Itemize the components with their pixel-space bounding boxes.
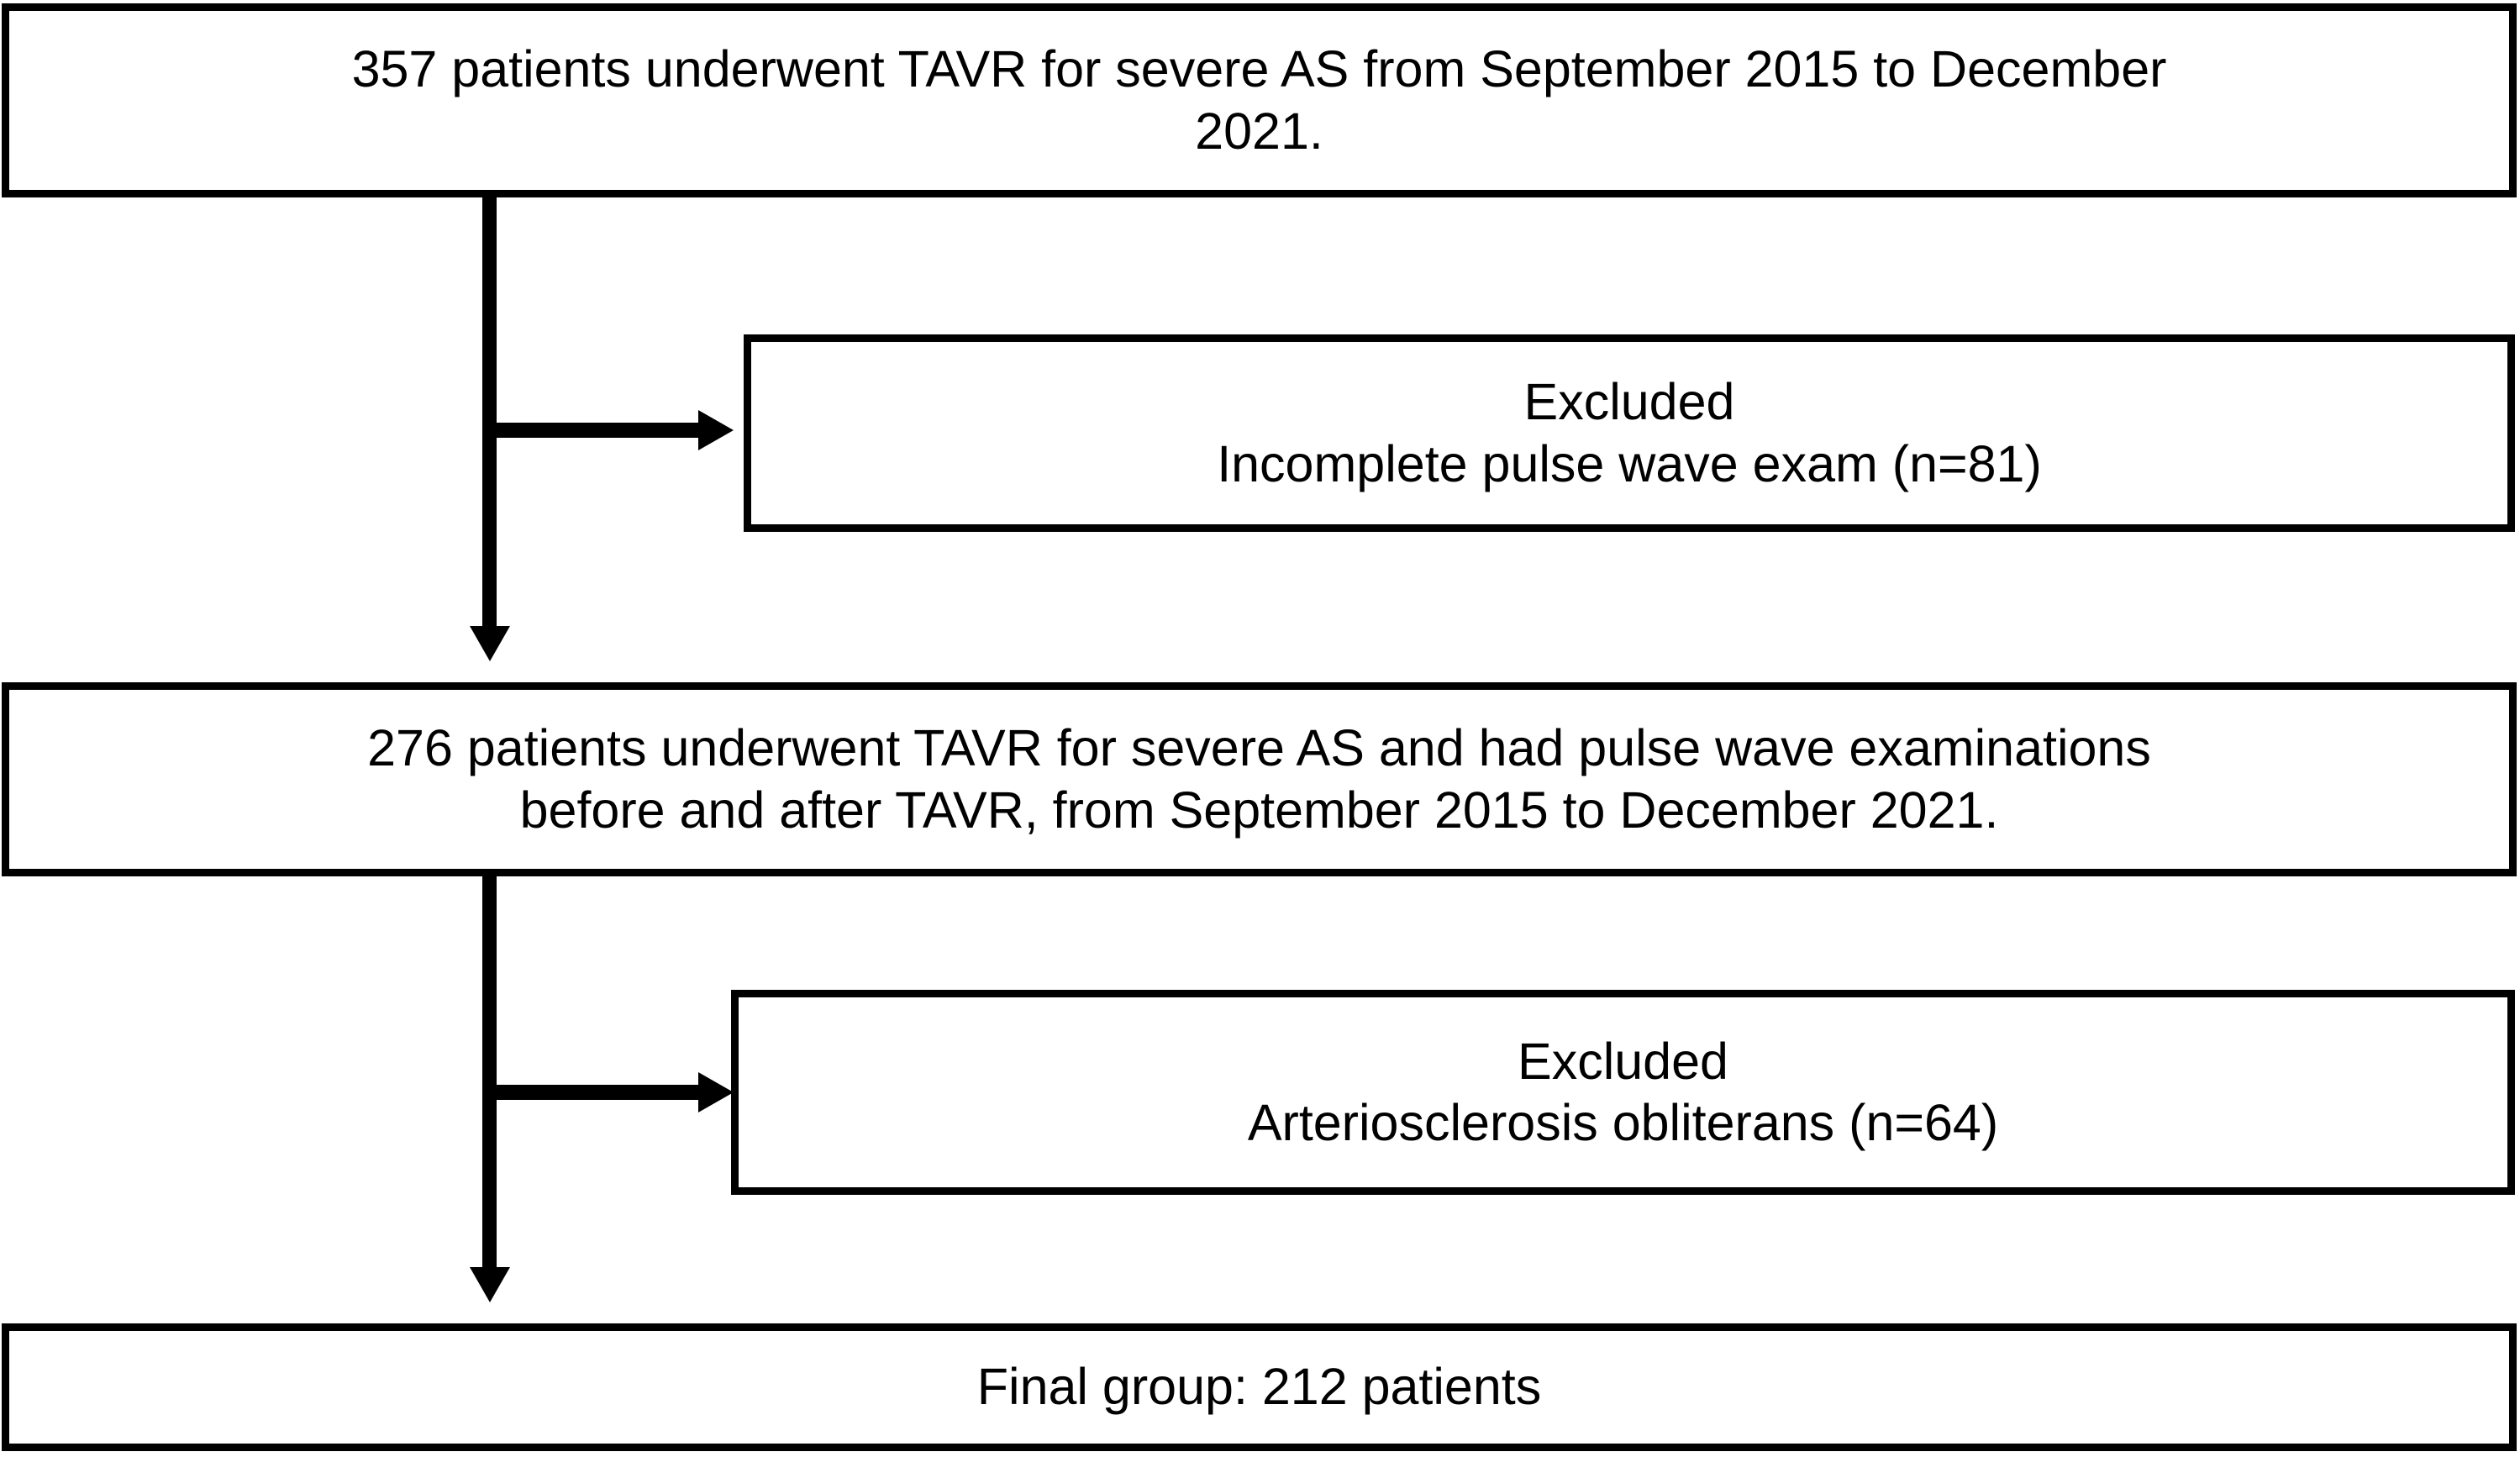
node-enrolled: 357 patients underwent TAVR for severe A… xyxy=(2,3,2517,197)
node-enrolled-line-2: 2021. xyxy=(1195,102,1323,160)
connector-branch-to-excluded-1 xyxy=(482,423,706,438)
connector-stem-enrolled-to-eligible xyxy=(482,197,497,635)
arrowhead-right-icon-2 xyxy=(698,1072,734,1112)
node-final-group-line-1: Final group: 212 patients xyxy=(976,1358,1542,1416)
connector-stem-eligible-to-final xyxy=(482,876,497,1276)
arrowhead-down-icon-1 xyxy=(470,626,510,661)
node-eligible: 276 patients underwent TAVR for severe A… xyxy=(2,682,2517,876)
node-eligible-line-2: before and after TAVR, from September 20… xyxy=(519,781,1999,839)
node-excluded-1: Excluded Incomplete pulse wave exam (n=8… xyxy=(744,334,2515,532)
connector-branch-to-excluded-2 xyxy=(482,1085,706,1100)
node-enrolled-line-1: 357 patients underwent TAVR for severe A… xyxy=(351,40,2167,98)
arrowhead-down-icon-2 xyxy=(470,1267,510,1302)
node-excluded-2-line-1: Excluded xyxy=(1518,1032,1728,1090)
node-excluded-2-line-2: Arteriosclerosis obliterans (n=64) xyxy=(1247,1094,1999,1151)
node-excluded-1-line-1: Excluded xyxy=(1523,373,1735,431)
node-excluded-2: Excluded Arteriosclerosis obliterans (n=… xyxy=(731,990,2515,1195)
node-excluded-1-line-2: Incomplete pulse wave exam (n=81) xyxy=(1217,434,2042,492)
node-eligible-line-1: 276 patients underwent TAVR for severe A… xyxy=(367,719,2151,777)
arrowhead-right-icon-1 xyxy=(698,410,734,450)
node-final-group: Final group: 212 patients xyxy=(2,1323,2517,1451)
